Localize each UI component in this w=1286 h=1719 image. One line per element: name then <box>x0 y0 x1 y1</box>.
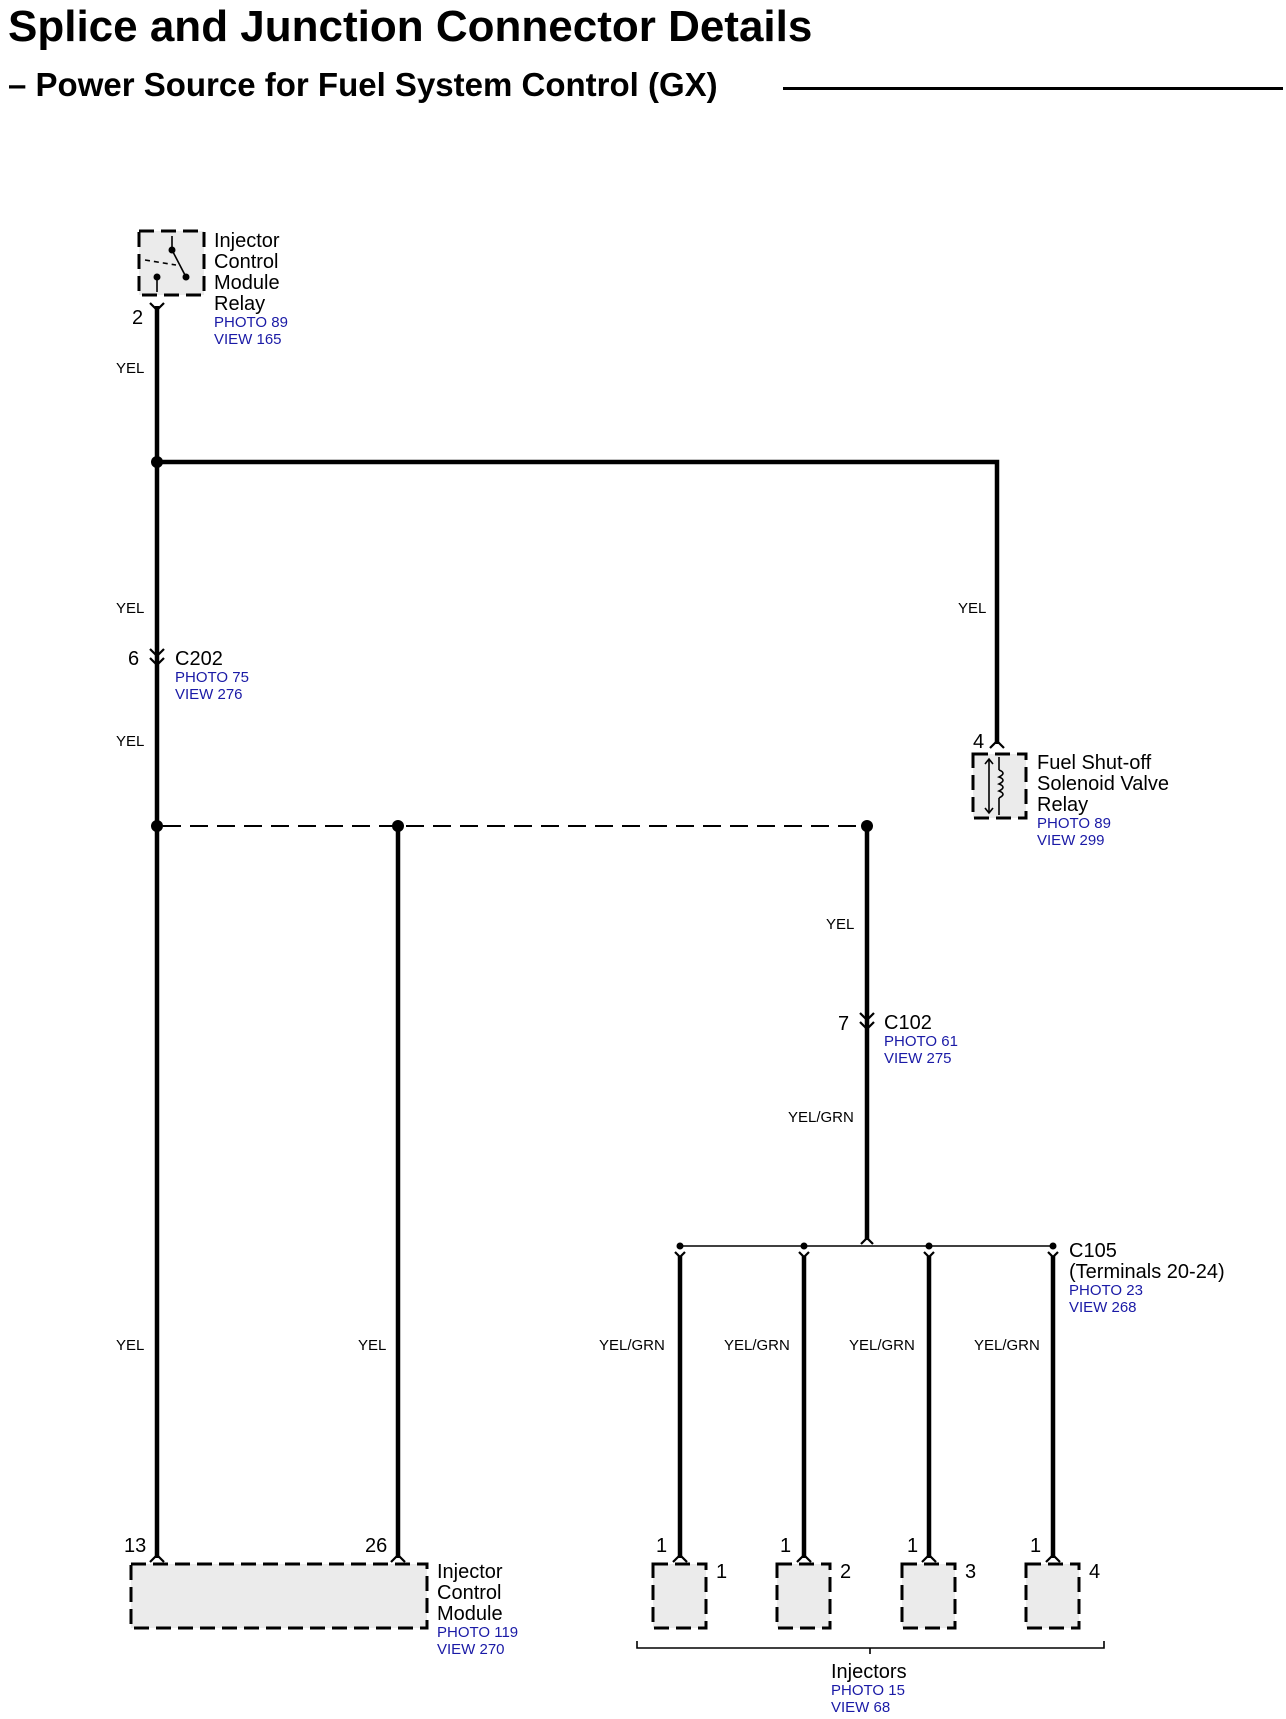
c105-detail: (Terminals 20-24) <box>1069 1261 1225 1283</box>
c202-pin: 6 <box>128 648 139 670</box>
icm-terminals <box>149 1553 406 1563</box>
injectors-photo: PHOTO 15 <box>831 1682 905 1699</box>
wire-label-trunk-upper: YEL <box>116 600 144 617</box>
injector-2-pin: 1 <box>780 1535 791 1557</box>
title-rule <box>783 87 1283 90</box>
wire-label-icm-26: YEL <box>358 1337 386 1354</box>
fuel-relay-name-2: Solenoid Valve <box>1037 773 1169 795</box>
c105-name: C105 <box>1069 1240 1117 1262</box>
wire-label-fuel-branch: YEL <box>958 600 986 617</box>
fuel-relay-view: VIEW 299 <box>1037 832 1105 849</box>
c105-view: VIEW 268 <box>1069 1299 1137 1316</box>
injector-3-box <box>900 1562 957 1630</box>
splice-point-upper <box>151 456 163 468</box>
injector-1-number: 1 <box>716 1561 727 1583</box>
injector-3: 1 3 <box>900 1535 976 1630</box>
c102-photo: PHOTO 61 <box>884 1033 958 1050</box>
fuel-relay-name-3: Relay <box>1037 794 1088 816</box>
icm-relay-box <box>137 229 206 297</box>
injector-2-box <box>775 1562 832 1630</box>
injector-1: 1 1 <box>651 1535 727 1630</box>
c102-name: C102 <box>884 1012 932 1034</box>
icm-relay: Injector Control Module Relay PHOTO 89 V… <box>132 229 288 348</box>
wire-label-icm-13: YEL <box>116 1337 144 1354</box>
icm-name-2: Control <box>437 1582 501 1604</box>
wire-label-inj-1: YEL/GRN <box>599 1337 665 1354</box>
icm-view: VIEW 270 <box>437 1641 505 1658</box>
page-subtitle: – Power Source for Fuel System Control (… <box>8 66 718 103</box>
relay-switch-icon <box>144 236 190 292</box>
icm-relay-name-1: Injector <box>214 230 280 252</box>
fuel-relay-photo: PHOTO 89 <box>1037 815 1111 832</box>
wire-label-c102-out: YEL/GRN <box>788 1109 854 1126</box>
icm-pin-13: 13 <box>124 1535 146 1557</box>
wire-label-inj-2: YEL/GRN <box>724 1337 790 1354</box>
icm-relay-name-4: Relay <box>214 293 265 315</box>
c102-pin: 7 <box>838 1013 849 1035</box>
wire-label-inj-4: YEL/GRN <box>974 1337 1040 1354</box>
injector-1-box <box>651 1562 708 1630</box>
page-title: Splice and Junction Connector Details <box>8 2 813 51</box>
icm-relay-view: VIEW 165 <box>214 331 282 348</box>
injector-2-number: 2 <box>840 1561 851 1583</box>
fuel-relay-branch-wire <box>157 459 1000 744</box>
c102-connector: 7 C102 PHOTO 61 VIEW 275 <box>838 1012 958 1067</box>
injectors-view: VIEW 68 <box>831 1699 890 1716</box>
icm-relay-name-3: Module <box>214 272 280 294</box>
injectors-name: Injectors <box>831 1661 907 1683</box>
wire-label-trunk-lower: YEL <box>116 733 144 750</box>
wire-label-relay-out: YEL <box>116 360 144 377</box>
injector-1-pin: 1 <box>656 1535 667 1557</box>
icm-name-1: Injector <box>437 1561 503 1583</box>
icm-name-3: Module <box>437 1603 503 1625</box>
injector-4: 1 4 <box>1024 1535 1100 1630</box>
wire-label-c102-in: YEL <box>826 916 854 933</box>
injector-control-module: 13 26 Injector Control Module PHOTO 119 … <box>124 1535 518 1658</box>
injector-4-number: 4 <box>1089 1561 1100 1583</box>
injectors-bracket <box>636 1641 1105 1654</box>
icm-photo: PHOTO 119 <box>437 1624 518 1641</box>
injector-3-number: 3 <box>965 1561 976 1583</box>
fuel-relay-terminal <box>989 739 1005 749</box>
c202-name: C202 <box>175 648 223 670</box>
icm-box <box>129 1562 429 1630</box>
c102-view: VIEW 275 <box>884 1050 952 1067</box>
icm-pin-26: 26 <box>365 1535 387 1557</box>
fuel-relay: 4 Fuel Shut-off Solenoid Valve Relay PHO… <box>971 731 1169 849</box>
c202-connector: 6 C202 PHOTO 75 VIEW 276 <box>128 648 249 703</box>
fuel-relay-name-1: Fuel Shut-off <box>1037 752 1152 774</box>
solenoid-coil-icon <box>984 757 1004 815</box>
injector-4-pin: 1 <box>1030 1535 1041 1557</box>
injector-4-box <box>1024 1562 1081 1630</box>
c105-junction: C105 (Terminals 20-24) PHOTO 23 VIEW 268 <box>674 1236 1225 1316</box>
injector-2: 1 2 <box>775 1535 851 1630</box>
c202-view: VIEW 276 <box>175 686 243 703</box>
c202-photo: PHOTO 75 <box>175 669 249 686</box>
c105-photo: PHOTO 23 <box>1069 1282 1143 1299</box>
icm-relay-pin: 2 <box>132 307 143 329</box>
fuel-relay-pin: 4 <box>973 731 984 753</box>
icm-relay-name-2: Control <box>214 251 278 273</box>
injector-3-pin: 1 <box>907 1535 918 1557</box>
icm-relay-photo: PHOTO 89 <box>214 314 288 331</box>
wire-label-inj-3: YEL/GRN <box>849 1337 915 1354</box>
